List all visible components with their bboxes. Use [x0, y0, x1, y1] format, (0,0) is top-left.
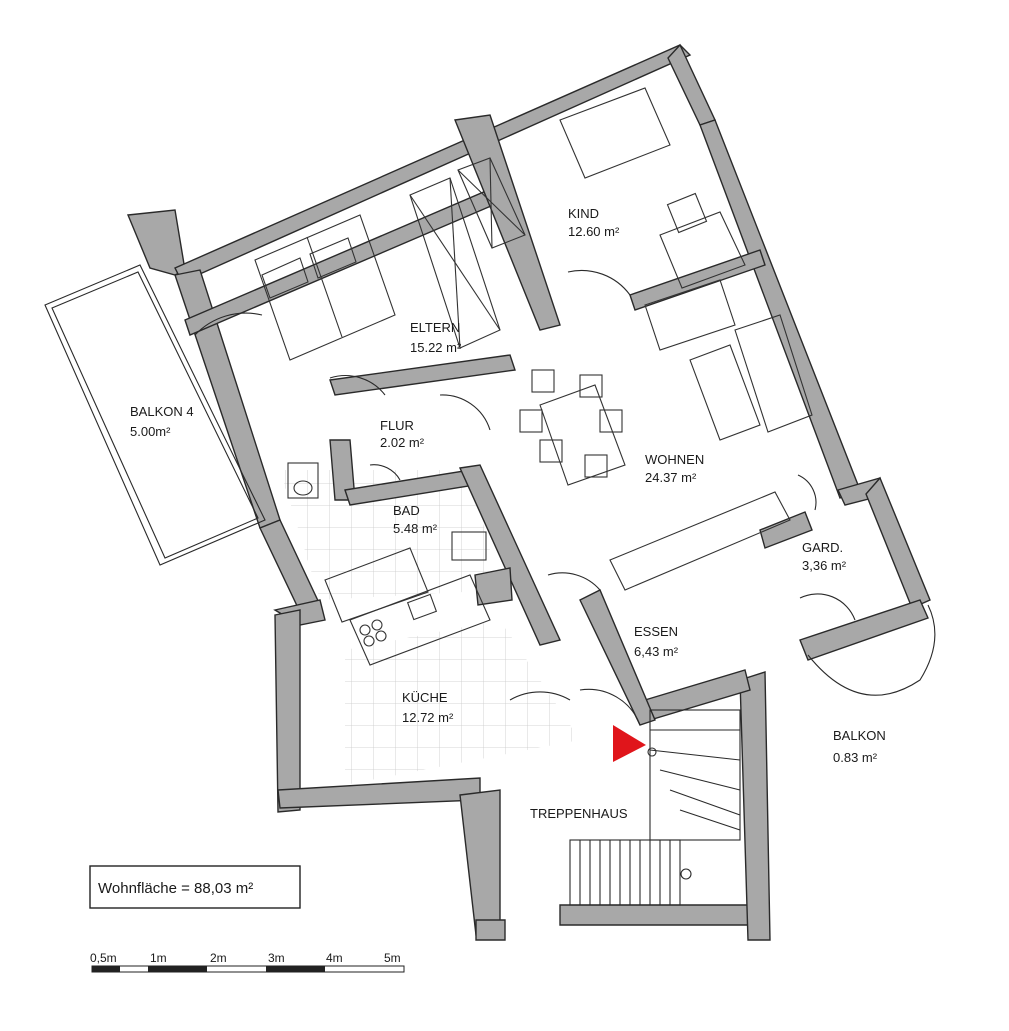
room-area: 12.60 m²	[568, 224, 620, 239]
room-label-treppenhaus: TREPPENHAUS	[530, 806, 628, 821]
scale-label: 0,5m	[90, 951, 117, 965]
room-label-kind: KIND 12.60 m²	[568, 206, 620, 239]
scale-label: 1m	[150, 951, 167, 965]
bathtub	[324, 547, 429, 623]
scale-label: 5m	[384, 951, 401, 965]
room-area: 24.37 m²	[645, 470, 697, 485]
room-label-balkon: BALKON 0.83 m²	[833, 728, 886, 765]
room-name: TREPPENHAUS	[530, 806, 628, 821]
scale-label: 4m	[326, 951, 343, 965]
kueche-tile-floor	[345, 620, 580, 785]
eltern-bed	[254, 214, 396, 361]
room-name: WOHNEN	[645, 452, 704, 467]
stairs	[569, 709, 741, 906]
sideboard	[609, 491, 791, 591]
wohnen-sofa	[644, 279, 813, 441]
total-area-text: Wohnfläche = 88,03 m²	[98, 880, 253, 897]
balkon-round-outline	[807, 604, 936, 696]
entrance-arrow-marker	[613, 725, 646, 762]
scale-label: 2m	[210, 951, 227, 965]
toilet	[287, 462, 319, 499]
room-name: BALKON 4	[130, 404, 194, 419]
dining-table	[519, 369, 626, 486]
scale-label: 3m	[268, 951, 285, 965]
room-label-kueche: KÜCHE 12.72 m²	[402, 690, 454, 725]
room-area: 6,43 m²	[634, 644, 679, 659]
kitchen-counter	[349, 574, 491, 666]
room-label-essen: ESSEN 6,43 m²	[634, 624, 679, 659]
walls	[126, 43, 931, 941]
room-area: 0.83 m²	[833, 750, 878, 765]
kind-wardrobe	[457, 157, 526, 249]
room-area: 12.72 m²	[402, 710, 454, 725]
washbasin	[451, 531, 487, 561]
room-area: 15.22 m²	[410, 340, 462, 355]
room-name: ELTERN	[410, 320, 460, 335]
room-name: FLUR	[380, 418, 414, 433]
room-area: 3,36 m²	[802, 558, 847, 573]
room-name: GARD.	[802, 540, 843, 555]
room-label-flur: FLUR 2.02 m²	[380, 418, 425, 450]
room-area: 2.02 m²	[380, 435, 425, 450]
balkon-4-outline	[44, 264, 266, 566]
doors	[194, 269, 856, 726]
room-name: BALKON	[833, 728, 886, 743]
room-name: KIND	[568, 206, 599, 221]
room-area: 5.00m²	[130, 424, 171, 439]
room-label-eltern: ELTERN 15.22 m²	[410, 320, 462, 355]
room-label-balkon4: BALKON 4 5.00m²	[130, 404, 194, 439]
room-label-gard: GARD. 3,36 m²	[802, 540, 847, 573]
scale-bar: 0,5m 1m 2m 3m 4m 5m	[90, 951, 405, 973]
room-label-bad: BAD 5.48 m²	[393, 503, 438, 536]
bad-tile-floor	[280, 470, 500, 600]
room-area: 5.48 m²	[393, 521, 438, 536]
eltern-wardrobe	[409, 177, 501, 349]
room-name: ESSEN	[634, 624, 678, 639]
room-name: BAD	[393, 503, 420, 518]
kind-desk	[659, 192, 746, 289]
kind-bed	[559, 87, 671, 179]
room-label-wohnen: WOHNEN 24.37 m²	[645, 452, 704, 485]
total-area-box: Wohnfläche = 88,03 m²	[89, 865, 301, 909]
room-name: KÜCHE	[402, 690, 448, 705]
